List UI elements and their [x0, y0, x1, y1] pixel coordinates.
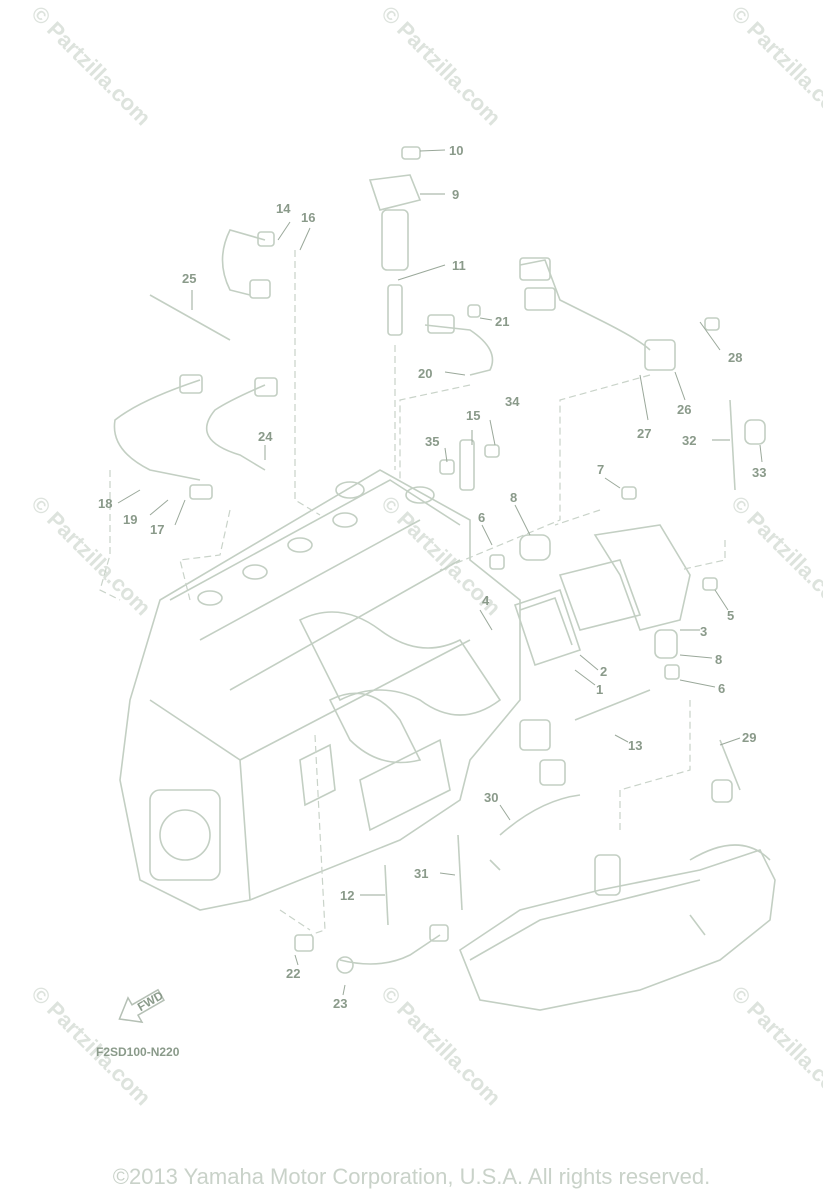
callout-35: 35 — [425, 434, 439, 449]
callout-15: 15 — [466, 408, 480, 423]
callout-25: 25 — [182, 271, 196, 286]
callout-2: 2 — [600, 664, 607, 679]
callout-6: 6 — [478, 510, 485, 525]
callout-13: 13 — [628, 738, 642, 753]
intake-plenum — [459, 844, 776, 1011]
callout-9: 9 — [452, 187, 459, 202]
callout-17: 17 — [150, 522, 164, 537]
callout-3: 3 — [700, 624, 707, 639]
engine-block — [119, 469, 521, 911]
sensor-leads — [113, 229, 766, 974]
callout-6b: 6 — [718, 681, 725, 696]
callout-22: 22 — [286, 966, 300, 981]
forward-arrow-icon: FWD — [118, 988, 166, 1024]
callout-21: 21 — [495, 314, 509, 329]
callout-8: 8 — [510, 490, 517, 505]
watermark: © Partzilla.com — [376, 1, 505, 130]
fwd-label: FWD — [135, 988, 166, 1014]
callout-numbers: 10 9 11 21 20 15 34 35 14 16 25 24 18 19… — [98, 143, 766, 1011]
callout-19: 19 — [123, 512, 137, 527]
callout-11: 11 — [452, 258, 466, 273]
watermark: © Partzilla.com — [26, 491, 155, 620]
callout-14: 14 — [276, 201, 291, 216]
callout-18: 18 — [98, 496, 112, 511]
callout-12: 12 — [340, 888, 354, 903]
callout-29: 29 — [742, 730, 756, 745]
diagram-code: F2SD100-N220 — [96, 1045, 180, 1059]
watermark: © Partzilla.com — [726, 981, 823, 1110]
ignition-coil — [368, 146, 422, 336]
callout-20: 20 — [418, 366, 432, 381]
watermark-group: © Partzilla.com © Partzilla.com © Partzi… — [26, 1, 823, 1110]
callout-24: 24 — [258, 429, 273, 444]
callout-16: 16 — [301, 210, 315, 225]
ecu-assembly — [489, 524, 691, 786]
callout-8b: 8 — [715, 652, 722, 667]
callout-32: 32 — [682, 433, 696, 448]
callout-26: 26 — [677, 402, 691, 417]
callout-34: 34 — [505, 394, 520, 409]
callout-30: 30 — [484, 790, 498, 805]
callout-leaders — [117, 149, 763, 996]
callout-28: 28 — [728, 350, 742, 365]
watermark: © Partzilla.com — [726, 491, 823, 620]
callout-10: 10 — [449, 143, 463, 158]
callout-5: 5 — [727, 608, 734, 623]
watermark: © Partzilla.com — [26, 1, 155, 130]
copyright-notice: ©2013 Yamaha Motor Corporation, U.S.A. A… — [112, 1164, 711, 1189]
callout-7: 7 — [597, 462, 604, 477]
callout-23: 23 — [333, 996, 347, 1011]
callout-4: 4 — [482, 593, 490, 608]
callout-31: 31 — [414, 866, 428, 881]
callout-33: 33 — [752, 465, 766, 480]
watermark: © Partzilla.com — [726, 1, 823, 130]
leader-lines — [99, 250, 726, 936]
callout-27: 27 — [637, 426, 651, 441]
callout-1: 1 — [596, 682, 603, 697]
